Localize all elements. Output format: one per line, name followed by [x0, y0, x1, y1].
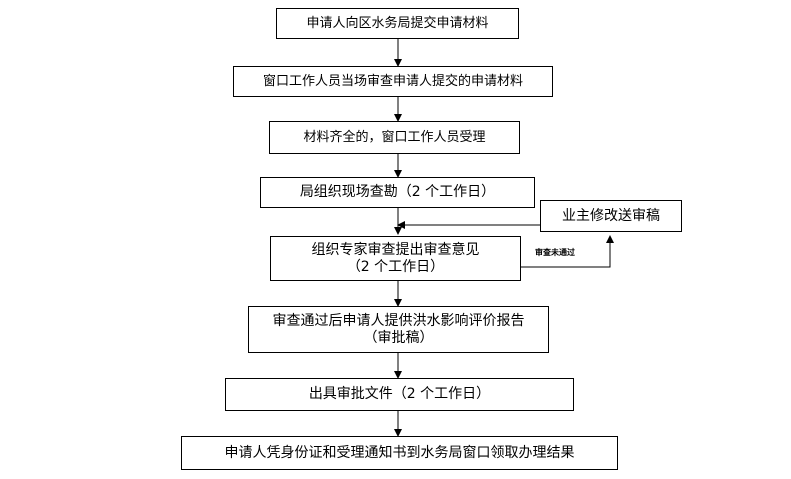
- step-label: 材料齐全的，窗口工作人员受理: [303, 130, 486, 145]
- step-collect-result: 申请人凭身份证和受理通知书到水务局窗口领取办理结果: [181, 436, 618, 470]
- step-label: 出具审批文件（2 个工作日）: [308, 386, 491, 402]
- side-box-owner-revise: 业主修改送审稿: [540, 200, 682, 232]
- step-label: 申请人向区水务局提交申请材料: [306, 16, 489, 31]
- step-flood-report: 审查通过后申请人提供洪水影响评价报告（审批稿）: [248, 306, 549, 353]
- step-label: 申请人凭身份证和受理通知书到水务局窗口领取办理结果: [224, 444, 575, 461]
- step-label: 审查通过后申请人提供洪水影响评价报告（审批稿）: [272, 312, 525, 346]
- step-label: 组织专家审查提出审查意见 （2 个工作日）: [311, 241, 480, 275]
- step-site-survey: 局组织现场查勘（2 个工作日）: [260, 177, 535, 208]
- reject-arrow: [521, 235, 614, 268]
- step-issue-approval: 出具审批文件（2 个工作日）: [225, 378, 574, 411]
- step-submit-materials: 申请人向区水务局提交申请材料: [276, 8, 519, 39]
- step-window-review: 窗口工作人员当场审查申请人提交的申请材料: [233, 66, 553, 97]
- step-label: 窗口工作人员当场审查申请人提交的申请材料: [262, 74, 523, 89]
- side-box-label: 业主修改送审稿: [562, 207, 660, 224]
- step-expert-review: 组织专家审查提出审查意见 （2 个工作日）: [270, 236, 521, 281]
- step-accept: 材料齐全的，窗口工作人员受理: [269, 121, 520, 154]
- step-label: 局组织现场查勘（2 个工作日）: [299, 184, 496, 200]
- branch-label-rejected: 审查未通过: [535, 248, 575, 257]
